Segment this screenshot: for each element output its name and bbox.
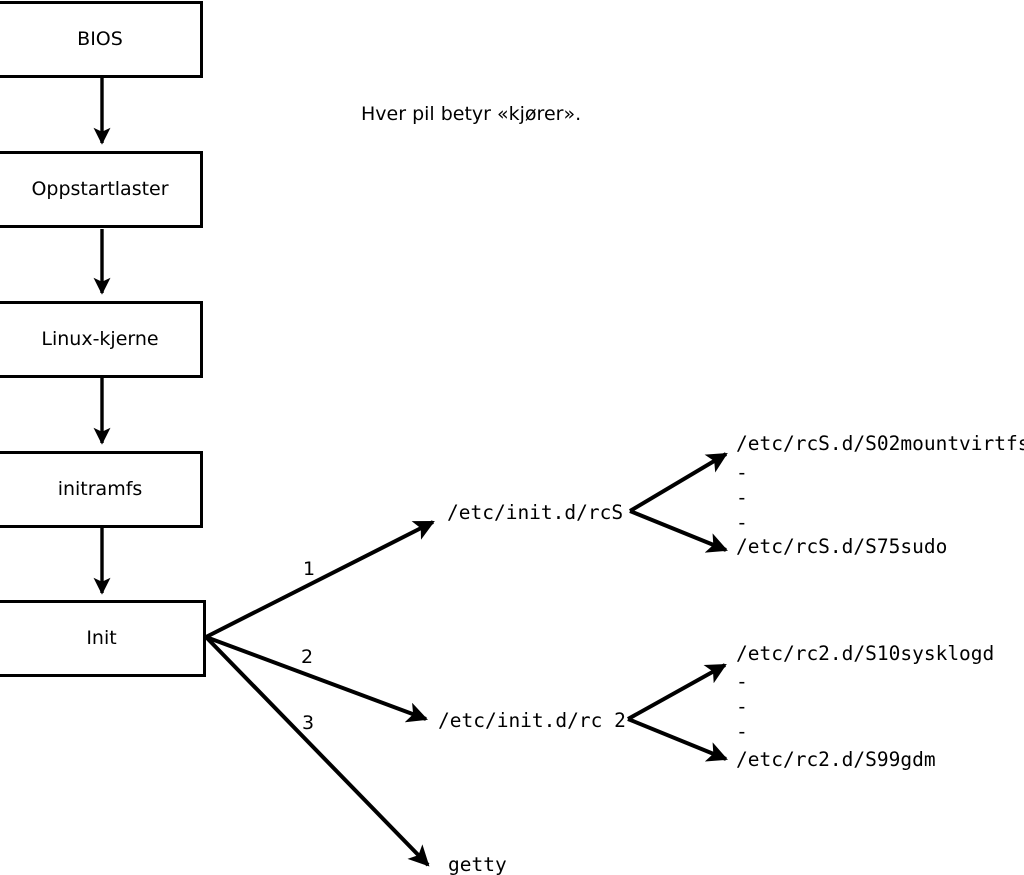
node-init-d-rc2-label[interactable]: /etc/init.d/rc 2 <box>438 709 626 732</box>
arrow-init-to-rc2 <box>205 635 428 723</box>
arrow-rcs-to-last <box>629 509 728 553</box>
node-bios[interactable]: BIOS <box>0 1 203 78</box>
arrow-rc2-to-last <box>627 717 728 762</box>
rcs-ellipsis-dash-2: - <box>736 486 748 509</box>
rcs-ellipsis-dash-3: - <box>736 511 748 534</box>
rc2-ellipsis-dash-1: - <box>736 670 748 693</box>
arrow-init-to-rcs <box>205 520 435 639</box>
branch-number-2: 2 <box>301 646 314 668</box>
node-initramfs-label: initramfs <box>57 478 143 500</box>
node-init-d-rcs-label[interactable]: /etc/init.d/rcS <box>447 501 624 524</box>
rcs-child-first[interactable]: /etc/rcS.d/S02mountvirtfs <box>736 432 1024 455</box>
node-bootloader[interactable]: Oppstartlaster <box>0 151 203 228</box>
node-bootloader-label: Oppstartlaster <box>31 178 169 200</box>
rcs-child-last[interactable]: /etc/rcS.d/S75sudo <box>736 535 948 558</box>
node-getty-label[interactable]: getty <box>448 853 507 875</box>
rc2-child-last[interactable]: /etc/rc2.d/S99gdm <box>736 748 936 771</box>
rc2-ellipsis-dash-2: - <box>736 695 748 718</box>
rcs-ellipsis-dash-1: - <box>736 461 748 484</box>
arrow-rc2-to-first <box>627 663 727 721</box>
branch-number-3: 3 <box>302 712 315 734</box>
node-linux-kernel-label: Linux-kjerne <box>41 328 159 350</box>
node-initramfs[interactable]: initramfs <box>0 451 203 528</box>
node-linux-kernel[interactable]: Linux-kjerne <box>0 301 203 378</box>
diagram-note: Hver pil betyr «kjører». <box>361 103 582 125</box>
arrow-init-to-getty <box>204 635 430 867</box>
branch-number-1: 1 <box>303 558 316 580</box>
rc2-ellipsis-dash-3: - <box>736 720 748 743</box>
node-init-label: Init <box>86 627 117 649</box>
arrow-rcs-to-first <box>628 452 728 513</box>
node-init[interactable]: Init <box>0 600 206 677</box>
rc2-child-first[interactable]: /etc/rc2.d/S10sysklogd <box>736 642 995 665</box>
node-bios-label: BIOS <box>77 28 123 50</box>
